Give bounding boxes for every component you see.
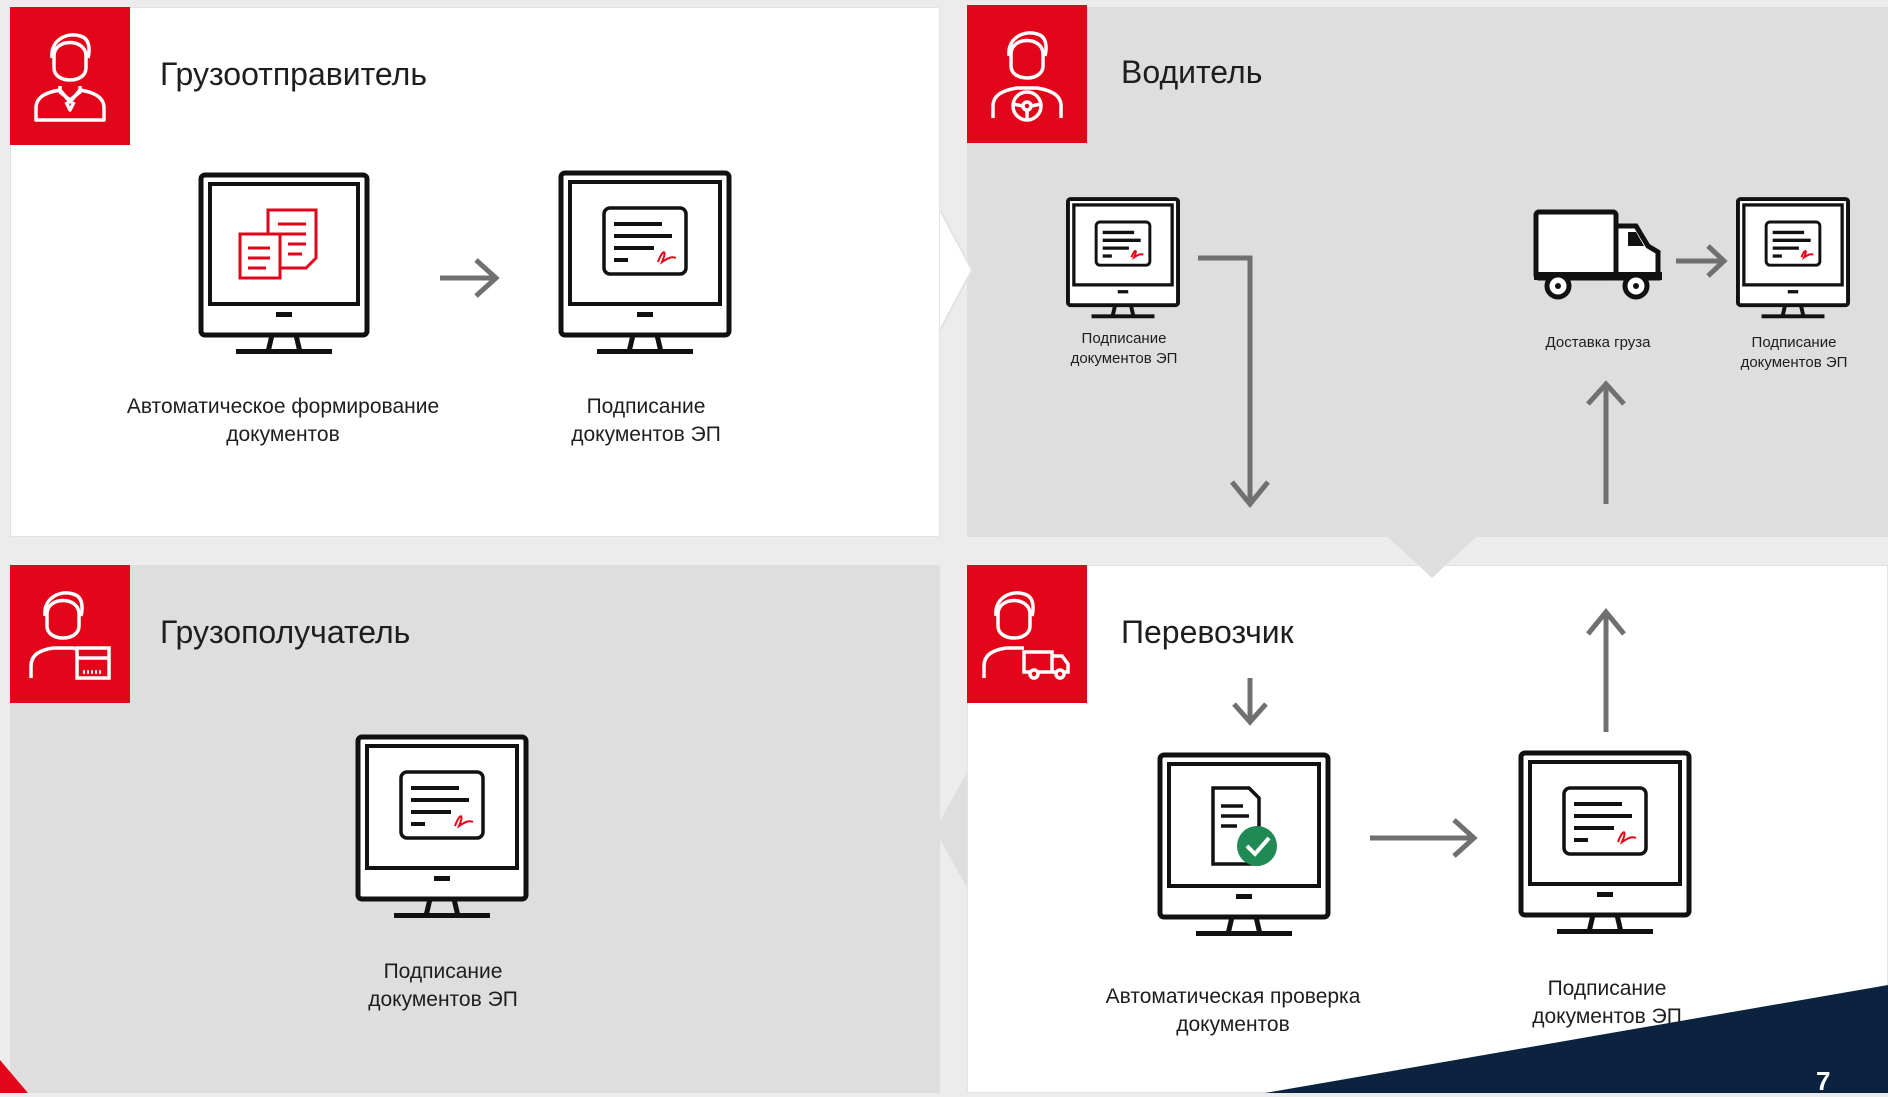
arrow-down-icon [1232, 678, 1268, 726]
shipper-panel [10, 7, 940, 537]
arrow-right-icon [1370, 818, 1478, 858]
consignee-badge [10, 565, 130, 703]
monitor-signed-document-icon [1518, 750, 1692, 936]
user-tie-icon [30, 28, 110, 124]
carrier-panel [967, 565, 1888, 1093]
shipper-step1-caption: Автоматическое формирование документов [126, 395, 440, 446]
user-box-icon [27, 586, 113, 682]
carrier-title: Перевозчик [1121, 614, 1294, 650]
shipper-badge [10, 7, 130, 145]
monitor-signed-document-icon [1066, 196, 1180, 320]
carrier-step2-caption: Подписание документов ЭП [1532, 977, 1682, 1028]
arrow-elbow-down-icon [1198, 255, 1270, 508]
driver-title: Водитель [1121, 54, 1263, 90]
arrow-up-icon [1586, 608, 1626, 732]
user-steering-wheel-icon [987, 26, 1067, 122]
shipper-title: Грузоотправитель [160, 56, 427, 92]
monitor-signed-document-icon [1736, 196, 1850, 320]
arrow-up-icon [1586, 380, 1626, 504]
page-number: 7 [1816, 1066, 1831, 1096]
arrow-right-icon [440, 258, 500, 298]
monitor-signed-document-icon [558, 170, 732, 356]
delivery-truck-icon [1532, 206, 1664, 306]
monitor-verified-document-icon [1157, 752, 1331, 938]
consignee-title: Грузополучатель [160, 614, 411, 650]
monitor-signed-document-icon [355, 734, 529, 920]
driver-badge [967, 5, 1087, 143]
user-truck-icon [982, 586, 1072, 682]
carrier-step1-caption: Автоматическая проверка документов [1105, 985, 1361, 1036]
driver-step2-caption: Подписание документов ЭП [1740, 334, 1848, 371]
shipper-step2-caption: Подписание документов ЭП [571, 395, 721, 446]
arrow-right-icon [1676, 244, 1728, 278]
driver-step1-caption: Подписание документов ЭП [1070, 330, 1178, 367]
monitor-documents-icon [198, 172, 370, 356]
consignee-step1-caption: Подписание документов ЭП [368, 960, 518, 1011]
driver-delivery-caption: Доставка груза [1545, 334, 1651, 351]
carrier-badge [967, 565, 1087, 703]
